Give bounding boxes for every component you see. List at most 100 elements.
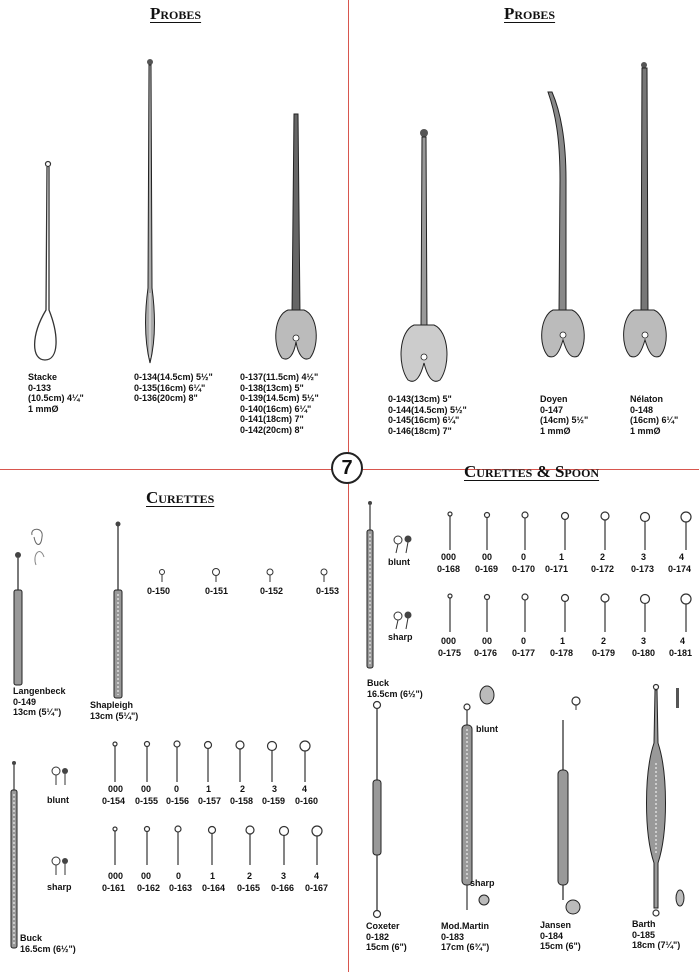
code-0165: 0-165 [237,883,261,893]
blunt-curettes-left-row [112,740,311,782]
doyen-label: Doyen 0-147 (14cm) 5½" 1 mmØ [540,394,589,436]
probe-0134-image [145,59,155,364]
size-0-right-blunt: 0 [521,552,527,562]
size-1-right-sharp: 1 [560,636,566,646]
code-0161: 0-161 [102,883,126,893]
code-0156: 0-156 [166,796,190,806]
blunt-left-label: blunt [47,795,69,805]
probe-0137-label: 0-137(11.5cm) 4½" 0-138(13cm) 5" 0-139(1… [240,372,319,435]
code-0168: 0-168 [437,564,461,574]
size-0-right-sharp: 0 [521,636,527,646]
buck-right-label: Buck 16.5cm (6½") [367,678,423,699]
tip-code-0151: 0-151 [205,586,229,596]
size-2-right-sharp: 2 [601,636,607,646]
sharp-curettes-left-row [112,825,323,865]
size-2-left-sharp: 2 [247,871,253,881]
stacke-probe-image [34,160,57,361]
size-000-left-blunt: 000 [108,784,124,794]
code-0178: 0-178 [550,648,574,658]
probe-0143-image [400,129,448,382]
size-3-left-sharp: 3 [281,871,287,881]
curettes-spoon-title: Curettes & Spoon [464,462,600,481]
tip-code-0153: 0-153 [316,586,340,596]
size-2-right-blunt: 2 [600,552,606,562]
buck-curette-left-image [10,761,18,949]
blunt-right-icon [393,535,412,554]
shapleigh-label: Shapleigh 13cm (5¼") [90,700,139,721]
langenbeck-curette-image [13,528,45,686]
shapleigh-curette-image [113,521,123,699]
code-0163: 0-163 [169,883,193,893]
probe-0137-image [275,113,317,360]
probes-right-title: Probes [504,4,556,23]
curettes-title: Curettes [146,488,215,507]
size-3-right-sharp: 3 [641,636,647,646]
langenbeck-label: Langenbeck 0-149 13cm (5¼") [13,686,66,717]
code-0155: 0-155 [135,796,159,806]
code-0170: 0-170 [512,564,536,574]
size-000-left-sharp: 000 [108,871,124,881]
code-0154: 0-154 [102,796,126,806]
tip-code-0152: 0-152 [260,586,284,596]
size-1-right-blunt: 1 [559,552,565,562]
code-0159: 0-159 [262,796,286,806]
sharp-right-label: sharp [388,632,413,642]
code-0167: 0-167 [305,883,329,893]
code-0172: 0-172 [591,564,615,574]
code-0169: 0-169 [475,564,499,574]
jansen-label: Jansen 0-184 15cm (6") [540,920,581,951]
coxeter-curette-image [372,700,382,919]
blunt-left-icon [51,766,68,785]
barth-label: Barth 0-185 18cm (7¼") [632,919,681,950]
jansen-curette-image [557,696,581,915]
curette-tips-image [159,568,328,582]
size-00-left-sharp: 00 [141,871,152,881]
size-1-left-blunt: 1 [206,784,212,794]
buck-left-label: Buck 16.5cm (6½") [20,933,76,954]
page-number: 7 [331,452,363,484]
coxeter-label: Coxeter 0-182 15cm (6") [366,921,407,952]
code-0175: 0-175 [438,648,462,658]
size-00-left-blunt: 00 [141,784,152,794]
size-00-right-blunt: 00 [482,552,493,562]
code-0173: 0-173 [631,564,655,574]
code-0179: 0-179 [592,648,616,658]
code-0174: 0-174 [668,564,692,574]
size-2-left-blunt: 2 [240,784,246,794]
blunt-curettes-right-row [447,511,692,550]
code-0171: 0-171 [545,564,569,574]
code-0166: 0-166 [271,883,295,893]
size-0-left-blunt: 0 [174,784,180,794]
sharp-right-icon [393,611,412,630]
size-000-right-sharp: 000 [441,636,457,646]
code-0181: 0-181 [669,648,693,658]
code-0176: 0-176 [474,648,498,658]
code-0177: 0-177 [512,648,536,658]
sharp-left-icon [51,856,68,875]
code-0162: 0-162 [137,883,161,893]
size-3-right-blunt: 3 [641,552,647,562]
size-4-left-blunt: 4 [302,784,308,794]
code-0164: 0-164 [202,883,226,893]
size-000-right-blunt: 000 [441,552,457,562]
code-0157: 0-157 [198,796,222,806]
nelaton-label: Nélaton 0-148 (16cm) 6¼" 1 mmØ [630,394,679,436]
size-4-right-sharp: 4 [680,636,686,646]
blunt-right-label: blunt [388,557,410,567]
size-00-right-sharp: 00 [482,636,493,646]
vertical-divider [348,0,349,972]
mod-martin-sharp-label: sharp [470,878,495,888]
nelaton-probe-image [623,62,667,358]
probe-0143-label: 0-143(13cm) 5" 0-144(14.5cm) 5½" 0-145(1… [388,394,467,436]
size-3-left-blunt: 3 [272,784,278,794]
mod-martin-blunt-label: blunt [476,724,498,734]
size-0-left-sharp: 0 [176,871,182,881]
probe-0134-label: 0-134(14.5cm) 5½" 0-135(16cm) 6¼" 0-136(… [134,372,213,403]
mod-martin-label: Mod.Martin 0-183 17cm (6¾") [441,921,490,952]
code-0160: 0-160 [295,796,319,806]
sharp-curettes-right-row [447,593,692,632]
sharp-left-label: sharp [47,882,72,892]
code-0180: 0-180 [632,648,656,658]
size-4-left-sharp: 4 [314,871,320,881]
buck-curette-right-image [366,501,374,669]
